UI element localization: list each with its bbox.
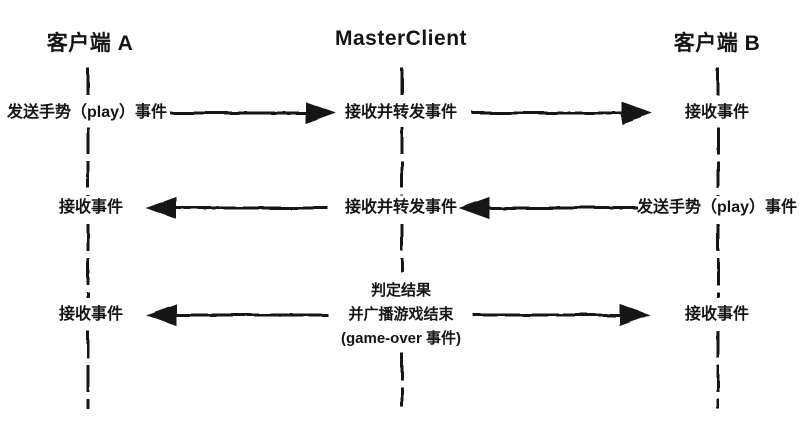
message-row1-sender-label: 发送手势（play）事件 bbox=[7, 104, 168, 121]
arrowhead-right-icon bbox=[621, 101, 653, 125]
message-row3-receiver-a-label: 接收事件 bbox=[58, 306, 123, 323]
message-row2-sender-label: 发送手势（play）事件 bbox=[637, 199, 798, 216]
actor-client-a: 客户端 A bbox=[46, 32, 134, 55]
arrow-row3-master-to-a bbox=[145, 303, 328, 327]
broadcast-label-line2: 并广播游戏结束 bbox=[348, 306, 454, 323]
message-row1-relay-label: 接收并转发事件 bbox=[344, 104, 457, 121]
arrow-row3-master-to-b bbox=[473, 303, 651, 327]
actor-master-client: MasterClient bbox=[334, 27, 468, 50]
broadcast-label-line1: 判定结果 bbox=[370, 282, 431, 299]
message-row3-broadcast-label: 判定结果 并广播游戏结束 (game-over 事件) bbox=[309, 279, 493, 351]
arrow-row1-a-to-master bbox=[170, 101, 337, 125]
arrow-row1-master-to-b bbox=[472, 101, 653, 125]
arrowhead-left-icon bbox=[145, 303, 177, 327]
arrowhead-right-icon bbox=[305, 101, 337, 125]
message-row3-receiver-b-label: 接收事件 bbox=[684, 306, 749, 323]
arrowhead-right-icon bbox=[619, 303, 651, 327]
broadcast-label-line3: (game-over 事件) bbox=[340, 330, 462, 347]
arrowhead-left-icon bbox=[458, 196, 490, 220]
actor-client-b: 客户端 B bbox=[673, 32, 761, 55]
message-row2-relay-label: 接收并转发事件 bbox=[344, 199, 457, 216]
arrowhead-left-icon bbox=[145, 196, 177, 220]
arrow-row2-master-to-a bbox=[145, 196, 328, 220]
message-row1-receiver-label: 接收事件 bbox=[684, 104, 749, 121]
arrow-row2-b-to-master bbox=[458, 196, 638, 220]
message-row2-receiver-label: 接收事件 bbox=[58, 199, 123, 216]
